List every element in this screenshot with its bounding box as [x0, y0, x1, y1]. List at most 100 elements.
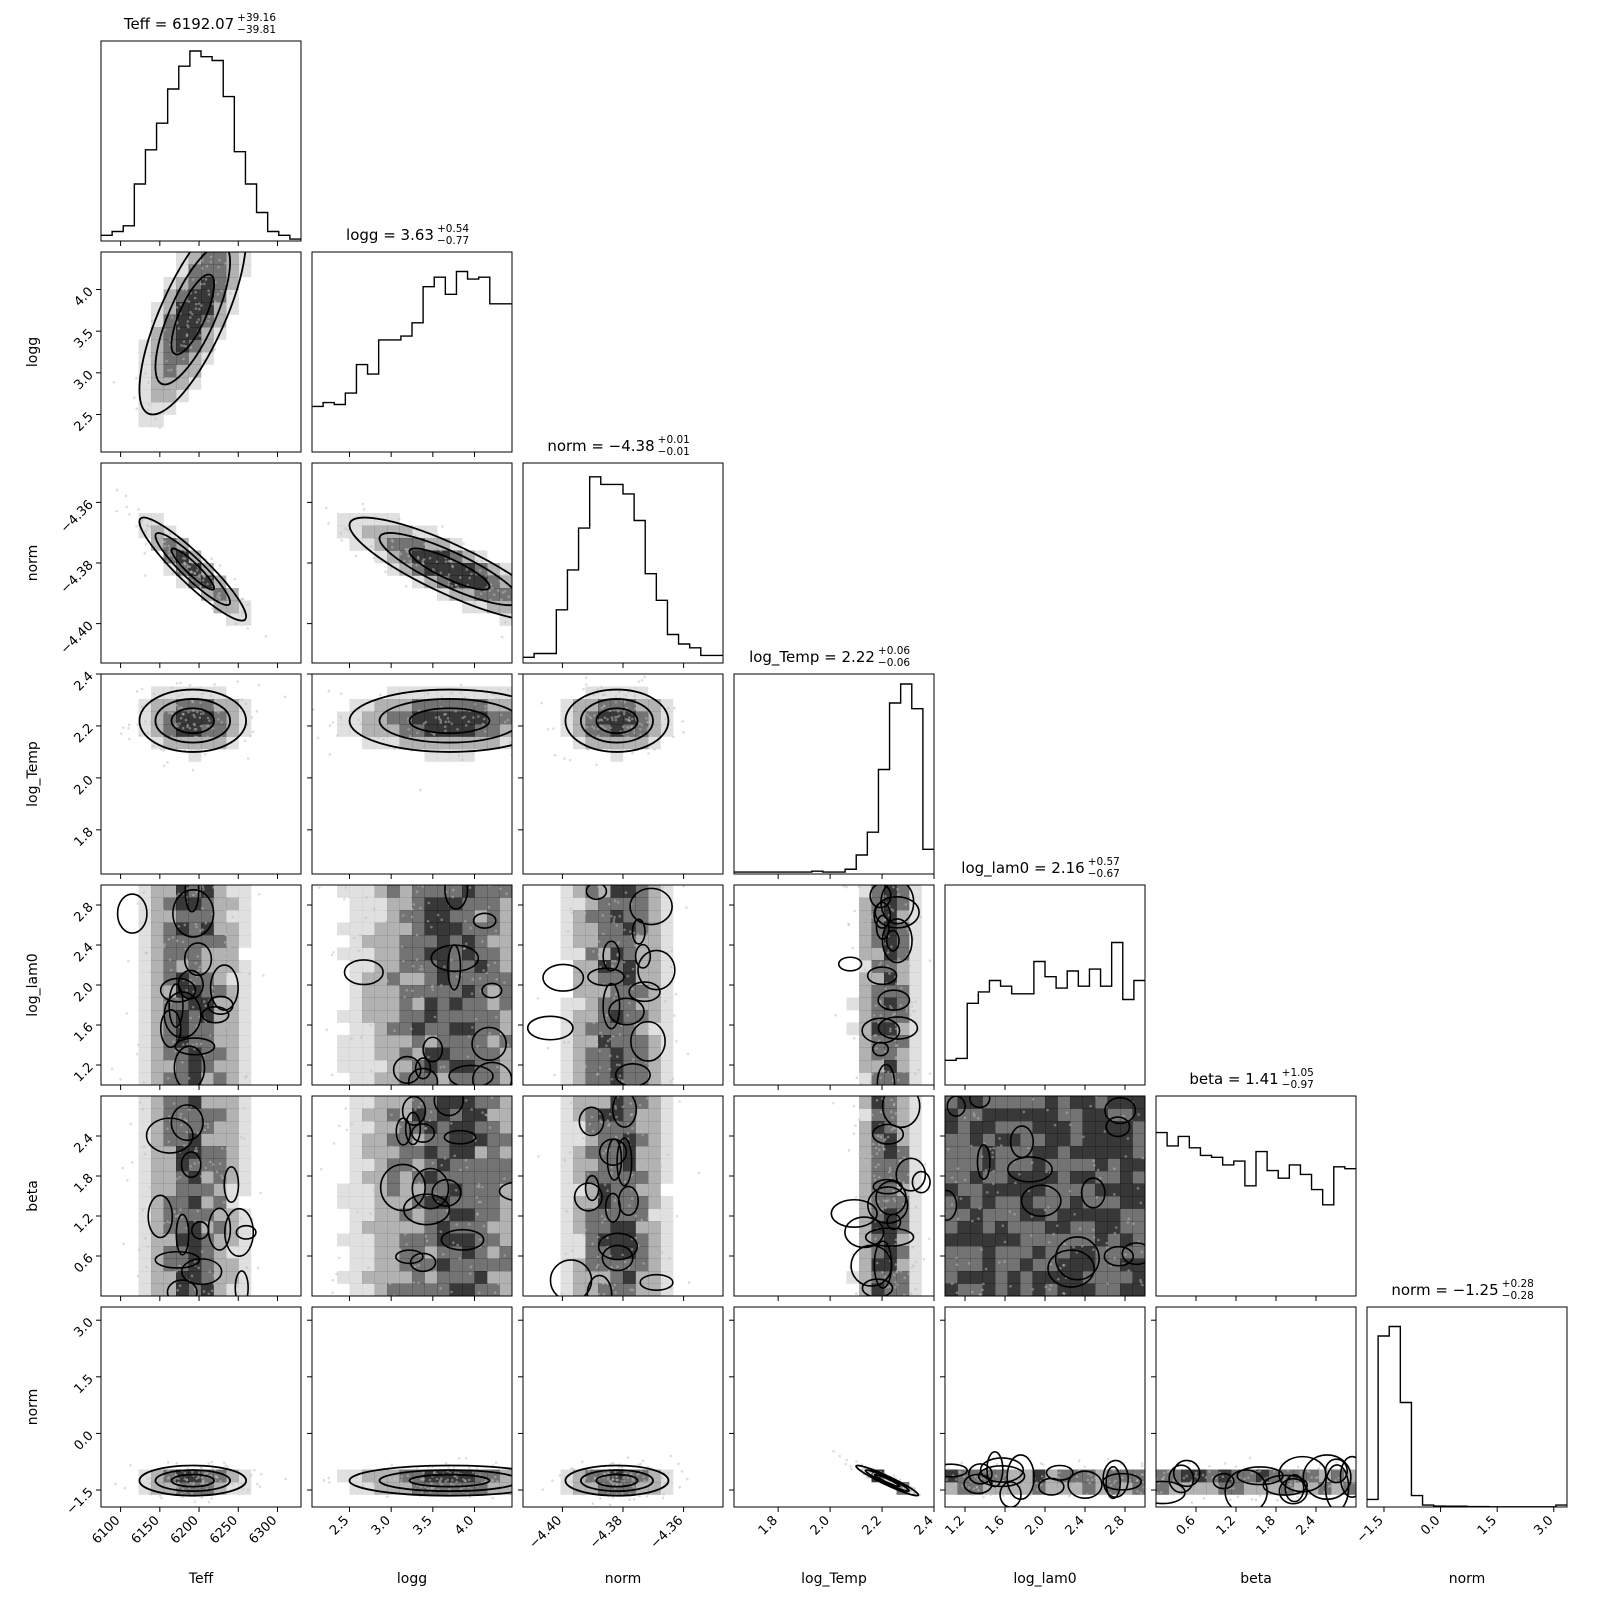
- sample-point: [1124, 1253, 1127, 1256]
- density-cell: [909, 1258, 922, 1272]
- sample-point: [185, 1130, 188, 1134]
- sample-point: [489, 583, 493, 586]
- sample-point: [631, 967, 635, 971]
- density-cell: [623, 935, 636, 948]
- sample-point: [215, 1475, 219, 1479]
- sample-point: [131, 1161, 134, 1164]
- sample-point: [475, 1196, 479, 1199]
- sample-point: [169, 968, 173, 972]
- sample-point: [629, 930, 632, 933]
- density-cell: [188, 1246, 202, 1259]
- contour-line: [877, 1016, 919, 1040]
- density-cell: [945, 1096, 958, 1109]
- sample-point: [914, 1072, 917, 1076]
- sample-point: [855, 1460, 858, 1463]
- sample-point: [240, 614, 244, 617]
- sample-point: [603, 1217, 607, 1221]
- contour-line: [629, 887, 673, 926]
- density-cell: [462, 1183, 475, 1197]
- sample-point: [212, 1282, 216, 1286]
- sample-point: [206, 735, 210, 738]
- density-cell: [387, 1258, 400, 1272]
- density-cell: [957, 1146, 971, 1159]
- sample-point: [385, 978, 388, 982]
- density-cell: [362, 922, 375, 936]
- sample-point: [599, 992, 603, 995]
- sample-point: [384, 1222, 388, 1226]
- sample-point: [441, 746, 445, 750]
- density-cell: [399, 1171, 413, 1184]
- sample-point: [1197, 1485, 1201, 1488]
- sample-point: [148, 1491, 151, 1495]
- density-cell: [1032, 1121, 1046, 1134]
- density-cell: [1032, 1146, 1046, 1159]
- sample-point: [464, 1457, 468, 1460]
- sample-point: [223, 940, 227, 944]
- density-cell: [585, 1221, 599, 1234]
- sample-point: [207, 1462, 211, 1465]
- sample-point: [563, 757, 566, 760]
- density-cell: [1032, 1221, 1046, 1234]
- sample-point: [489, 598, 492, 602]
- sample-point: [327, 1476, 331, 1480]
- sample-point: [601, 693, 605, 697]
- density-cell: [176, 1171, 189, 1184]
- density-cell: [349, 960, 363, 973]
- density-cell: [449, 1258, 463, 1272]
- density-cell: [1095, 1208, 1108, 1222]
- density-cell: [238, 972, 252, 986]
- density-cell: [1020, 1146, 1033, 1159]
- density-cell: [374, 1283, 388, 1296]
- sample-point: [168, 1221, 172, 1224]
- density-cell: [1045, 1482, 1058, 1495]
- density-cell: [871, 922, 885, 936]
- sample-point: [582, 1488, 585, 1491]
- density-cell: [424, 1271, 438, 1284]
- sample-point: [129, 1122, 133, 1126]
- density-cell: [412, 736, 425, 750]
- density-cell: [437, 1035, 450, 1048]
- sample-point: [1089, 1104, 1092, 1108]
- density-cell: [362, 1283, 375, 1296]
- sample-point: [343, 527, 347, 530]
- density-cell: [213, 1121, 227, 1134]
- sample-point: [1331, 1491, 1335, 1494]
- sample-point: [197, 1471, 201, 1474]
- density-cell: [213, 252, 227, 265]
- density-cell: [1020, 1271, 1033, 1284]
- sample-point: [634, 1214, 638, 1218]
- sample-point: [958, 1470, 961, 1474]
- density-cell: [399, 1221, 413, 1234]
- density-cell: [1057, 1183, 1071, 1197]
- panel-norm-vs-beta: [537, 1096, 701, 1296]
- sample-point: [614, 992, 618, 996]
- density-cell: [337, 885, 350, 898]
- density-cell: [374, 1010, 388, 1023]
- density-cell: [362, 711, 375, 725]
- sample-point: [928, 1072, 932, 1075]
- sample-point: [1078, 1482, 1081, 1486]
- density-cell: [487, 1183, 500, 1197]
- sample-point: [417, 1105, 421, 1109]
- density-cell: [399, 1283, 413, 1296]
- density-cell: [635, 1158, 649, 1172]
- sample-point: [508, 1200, 512, 1203]
- sample-point: [572, 1148, 576, 1152]
- density-cell: [188, 947, 202, 961]
- density-cell: [585, 1047, 599, 1061]
- sample-point: [1167, 1469, 1171, 1473]
- density-cell: [424, 1233, 438, 1247]
- sample-point: [437, 715, 441, 719]
- density-cell: [374, 947, 388, 961]
- sample-point: [1208, 1464, 1211, 1468]
- density-cell: [573, 1146, 586, 1159]
- sample-point: [137, 508, 140, 511]
- sample-point: [516, 720, 519, 723]
- density-cell: [560, 1072, 574, 1085]
- sample-point: [189, 1016, 192, 1020]
- sample-point: [591, 1010, 595, 1014]
- density-cell: [462, 1221, 475, 1234]
- density-cell: [1256, 1469, 1269, 1483]
- sample-point: [1250, 1471, 1254, 1475]
- density-cell: [399, 1271, 413, 1284]
